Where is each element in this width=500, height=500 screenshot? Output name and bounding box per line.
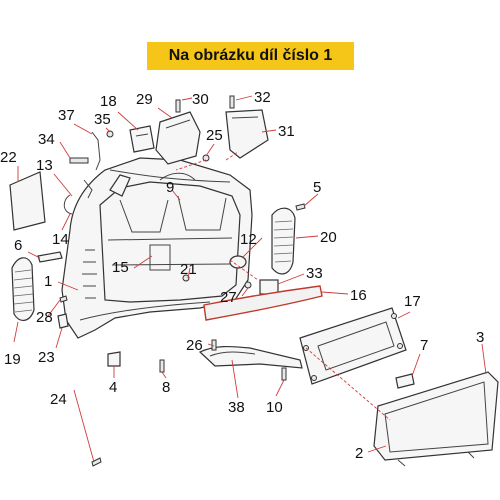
callout-35: 35 (94, 111, 111, 128)
plate-17-part (299, 307, 407, 385)
callout-19: 19 (4, 351, 21, 368)
cover-31-part (225, 109, 269, 159)
callout-27: 27 (220, 289, 237, 306)
callout-7: 7 (420, 337, 428, 354)
callout-24: 24 (50, 391, 67, 408)
front-plate-part (373, 371, 499, 467)
callout-30: 30 (192, 91, 209, 108)
leg-shield-part (61, 157, 253, 339)
title-banner: Na obrázku díl číslo 1 (147, 42, 354, 70)
callout-16: 16 (350, 287, 367, 304)
callout-2: 2 (355, 445, 363, 462)
panel-22-part (9, 171, 46, 231)
callout-3: 3 (476, 329, 484, 346)
callout-18: 18 (100, 93, 117, 110)
hook-part (69, 130, 114, 171)
callout-1: 1 (44, 273, 52, 290)
callout-9: 9 (166, 179, 174, 196)
callout-20: 20 (320, 229, 337, 246)
clip-part (63, 179, 93, 215)
fasteners (59, 95, 306, 467)
callout-10: 10 (266, 399, 283, 416)
callout-32: 32 (254, 89, 271, 106)
bracket-18-part (129, 125, 155, 153)
callout-23: 23 (38, 349, 55, 366)
callout-28: 28 (36, 309, 53, 326)
callout-26: 26 (186, 337, 203, 354)
callout-8: 8 (162, 379, 170, 396)
callout-31: 31 (278, 123, 295, 140)
lower-trim-part (198, 345, 303, 369)
callout-25: 25 (206, 127, 223, 144)
trim-strip-part (203, 285, 323, 321)
title-text: Na obrázku díl číslo 1 (168, 47, 333, 64)
callout-5: 5 (313, 179, 321, 196)
switch-parts (229, 255, 279, 295)
callout-38: 38 (228, 399, 245, 416)
left-grille-part (11, 257, 35, 321)
callout-21: 21 (180, 261, 197, 278)
callout-12: 12 (240, 231, 257, 248)
right-vent-part (271, 207, 296, 275)
callout-17: 17 (404, 293, 421, 310)
callout-labels: 1 2 3 4 5 6 7 8 9 10 12 13 14 15 16 17 1… (0, 89, 484, 462)
callout-29: 29 (136, 91, 153, 108)
leader-lines (13, 95, 487, 463)
callout-14: 14 (52, 231, 69, 248)
callout-34: 34 (38, 131, 55, 148)
callout-13: 13 (36, 157, 53, 174)
small-parts (37, 251, 121, 367)
glovebox-lid-part (155, 111, 201, 165)
callout-4: 4 (109, 379, 117, 396)
callout-37: 37 (58, 107, 75, 124)
callout-6: 6 (14, 237, 22, 254)
callout-15: 15 (112, 259, 129, 276)
callout-33: 33 (306, 265, 323, 282)
callout-22: 22 (0, 149, 17, 166)
bracket-7-part (395, 373, 415, 389)
